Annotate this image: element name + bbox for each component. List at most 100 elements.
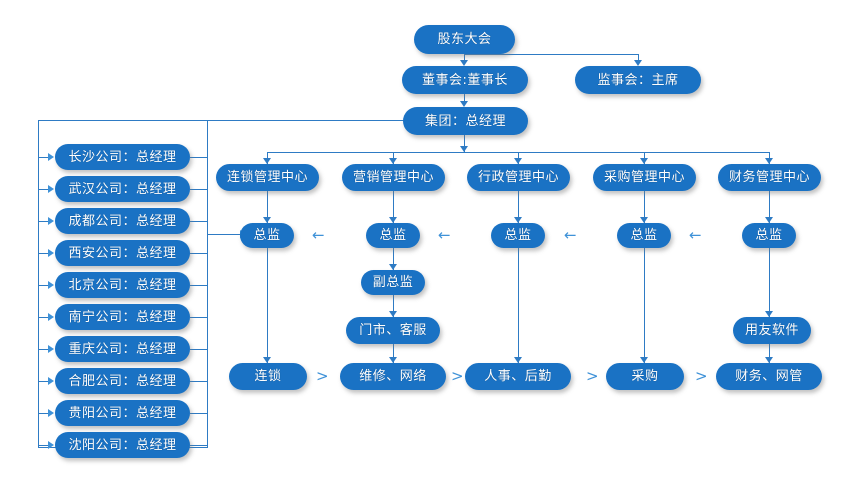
connector-company-out: [190, 381, 208, 382]
arrowhead-company-in: [48, 377, 54, 385]
connector-director-to-software: [769, 248, 770, 317]
node-branch-company[interactable]: 成都公司：总经理: [55, 208, 190, 234]
node-director[interactable]: 总监: [617, 223, 671, 248]
connector-director-to-unit: [644, 248, 645, 363]
node-director[interactable]: 总监: [491, 223, 545, 248]
arrowhead-center-to-director: [514, 217, 522, 223]
node-software-system[interactable]: 用友软件: [733, 317, 811, 344]
connector-shareholders-split: [464, 54, 638, 55]
arrowhead-director-to-deputy: [389, 264, 397, 270]
node-operating-unit[interactable]: 人事、后勤: [465, 363, 571, 390]
connector-company-in: [38, 317, 51, 318]
arrowhead-sub-to-unit: [389, 357, 397, 363]
node-board-of-directors[interactable]: 董事会:董事长: [402, 66, 528, 94]
node-management-center[interactable]: 采购管理中心: [593, 164, 696, 191]
arrowhead-to-board: [460, 60, 468, 66]
arrowhead-company-in: [48, 217, 54, 225]
peer-arrow-director-left: ←: [312, 226, 325, 244]
connector-company-in: [38, 189, 51, 190]
connector-company-in: [38, 349, 51, 350]
connector-collector-to-director: [207, 234, 243, 235]
node-sub-unit[interactable]: 门市、客服: [346, 317, 440, 344]
node-branch-company[interactable]: 长沙公司：总经理: [55, 144, 190, 170]
arrowhead-to-supervisors: [634, 60, 642, 66]
peer-arrow-director-left: ←: [438, 226, 451, 244]
connector-company-out: [190, 445, 208, 446]
arrowhead-company-in: [48, 281, 54, 289]
node-director[interactable]: 总监: [240, 223, 294, 248]
arrowhead-company-in: [48, 345, 54, 353]
arrowhead-center-to-director: [640, 217, 648, 223]
node-management-center[interactable]: 行政管理中心: [467, 164, 570, 191]
arrowhead-center-to-director: [263, 217, 271, 223]
node-management-center[interactable]: 连锁管理中心: [216, 164, 319, 191]
connector-center-to-director: [393, 191, 394, 223]
arrowhead-center-to-director: [389, 217, 397, 223]
node-director[interactable]: 总监: [366, 223, 420, 248]
node-branch-company[interactable]: 北京公司：总经理: [55, 272, 190, 298]
node-management-center[interactable]: 财务管理中心: [718, 164, 821, 191]
connector-company-out: [190, 285, 208, 286]
connector-software-to-unit: [769, 344, 770, 363]
peer-arrow-unit-right: >: [451, 367, 464, 385]
arrowhead-bus-to-center: [765, 158, 773, 164]
arrowhead-company-in: [48, 185, 54, 193]
arrowhead-director-to-unit: [514, 357, 522, 363]
arrowhead-deputy-to-sub: [389, 311, 397, 317]
connector-company-out: [190, 253, 208, 254]
connector-deputy-to-sub: [393, 295, 394, 317]
node-director[interactable]: 总监: [742, 223, 796, 248]
connector-left-spine: [38, 120, 39, 447]
connector-board-to-group: [464, 94, 465, 103]
connector-company-in: [38, 157, 51, 158]
peer-arrow-unit-right: >: [316, 367, 329, 385]
connector-center-to-director: [518, 191, 519, 223]
arrowhead-company-in: [48, 153, 54, 161]
connector-company-out: [190, 221, 208, 222]
arrowhead-bus-to-center: [263, 158, 271, 164]
arrowhead-company-in: [48, 249, 54, 257]
node-group-general-manager[interactable]: 集团：总经理: [403, 107, 528, 135]
node-deputy-director[interactable]: 副总监: [361, 270, 425, 295]
connector-company-out: [190, 349, 208, 350]
node-branch-company[interactable]: 贵阳公司：总经理: [55, 400, 190, 426]
connector-company-in: [38, 445, 51, 446]
arrowhead-director-to-unit: [640, 357, 648, 363]
node-branch-company[interactable]: 西安公司：总经理: [55, 240, 190, 266]
arrowhead-bus-to-center: [389, 158, 397, 164]
arrowhead-director-to-software: [765, 311, 773, 317]
connector-center-to-director: [267, 191, 268, 223]
node-branch-company[interactable]: 南宁公司：总经理: [55, 304, 190, 330]
arrowhead-software-to-unit: [765, 357, 773, 363]
node-operating-unit[interactable]: 连锁: [229, 363, 307, 390]
arrowhead-company-in: [48, 441, 54, 449]
node-branch-company[interactable]: 武汉公司：总经理: [55, 176, 190, 202]
connector-company-in: [38, 221, 51, 222]
arrowhead-group-down: [460, 146, 468, 152]
node-board-of-supervisors[interactable]: 监事会：主席: [575, 66, 701, 94]
connector-to-supervisors: [638, 54, 639, 62]
node-management-center[interactable]: 营销管理中心: [342, 164, 445, 191]
connector-company-out: [190, 157, 208, 158]
node-operating-unit[interactable]: 采购: [606, 363, 684, 390]
connector-director-to-unit: [518, 248, 519, 363]
connector-group-down: [464, 135, 465, 152]
node-shareholders-meeting[interactable]: 股东大会: [414, 25, 515, 54]
node-branch-company[interactable]: 合肥公司：总经理: [55, 368, 190, 394]
node-operating-unit[interactable]: 维修、网络: [340, 363, 446, 390]
connector-group-to-left-spine: [38, 120, 404, 121]
peer-arrow-director-left: ←: [564, 226, 577, 244]
peer-arrow-director-left: ←: [689, 226, 702, 244]
arrowhead-company-in: [48, 313, 54, 321]
arrowhead-board-to-group: [460, 101, 468, 107]
connector-to-board: [464, 54, 465, 62]
node-branch-company[interactable]: 重庆公司：总经理: [55, 336, 190, 362]
connector-center-to-director: [769, 191, 770, 223]
node-operating-unit[interactable]: 财务、网管: [716, 363, 822, 390]
node-branch-company[interactable]: 沈阳公司：总经理: [55, 432, 190, 458]
connector-sub-to-unit: [393, 344, 394, 363]
connector-director-to-unit: [267, 248, 268, 363]
connector-company-in: [38, 285, 51, 286]
connector-company-in: [38, 413, 51, 414]
